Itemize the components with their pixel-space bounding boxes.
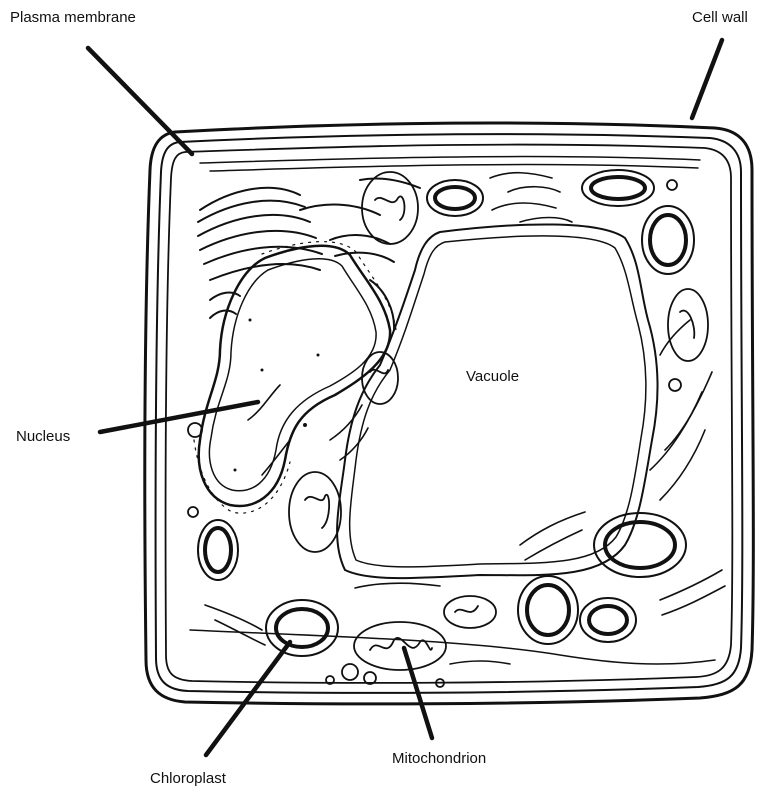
plasma-membrane-leader [88, 48, 192, 154]
leader-lines [88, 40, 722, 755]
plasma-membrane-label: Plasma membrane [10, 9, 136, 26]
chloroplasts [198, 170, 694, 656]
nucleus-leader [100, 402, 258, 432]
cell-wall-label: Cell wall [692, 9, 748, 26]
chloroplast-leader [206, 642, 290, 755]
nucleus-label: Nucleus [16, 428, 70, 445]
mitochondrion-label: Mitochondrion [392, 750, 486, 767]
chloroplast-label: Chloroplast [150, 770, 226, 787]
vacuole-inner [350, 236, 646, 567]
vacuole-outer [337, 224, 657, 578]
vacuole-label: Vacuole [466, 368, 519, 385]
cell-wall-leader [692, 40, 722, 118]
